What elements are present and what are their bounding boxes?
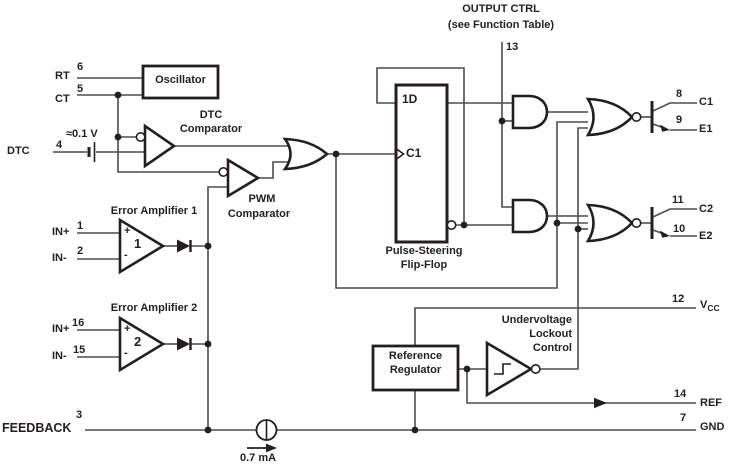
pin-number-15: 15	[73, 344, 86, 356]
pin-number-5: 5	[77, 83, 84, 95]
inverting-input-bubble	[135, 132, 146, 143]
flipflop-title-1: Pulse-Steering	[385, 245, 463, 257]
transistor-1	[650, 101, 697, 133]
pwm-comparator	[218, 157, 261, 199]
uvlo-schmitt-buffer	[485, 340, 541, 398]
pin-number-2: 2	[77, 245, 84, 257]
oscillator-label: Oscillator	[155, 74, 206, 86]
flipflop-c1-label: C1	[406, 146, 422, 160]
output-ctrl-title: OUTPUT CTRL	[462, 3, 540, 15]
flipflop-title-2: Flip-Flop	[400, 259, 448, 271]
pin-number-13: 13	[506, 41, 519, 53]
pin-name-in2-plus: IN+	[52, 323, 70, 335]
oscillator-box	[141, 64, 220, 100]
pin-number-14: 14	[674, 388, 687, 400]
pin-name-ref: REF	[700, 397, 722, 409]
emitter-arrow-icon	[660, 124, 670, 132]
pin-name-vcc: VCC	[700, 299, 720, 313]
pin-number-16: 16	[72, 317, 85, 329]
pin-number-4: 4	[56, 139, 63, 151]
pwm-comparator-label-1: PWM	[248, 193, 276, 205]
output-bubble	[530, 363, 541, 374]
pin-name-feedback: FEEDBACK	[2, 421, 72, 435]
output-bubble	[631, 218, 642, 229]
collector-lead	[652, 102, 697, 112]
clock-chevron-icon	[395, 147, 405, 161]
pin-number-1: 1	[77, 220, 84, 232]
hysteresis-icon	[494, 363, 511, 375]
reference-regulator-box	[371, 344, 460, 392]
pin-name-in2-minus: IN-	[52, 350, 67, 362]
transistor-2	[650, 207, 697, 239]
uvlo-label-2: Lockout	[529, 328, 572, 340]
current-arrow-icon	[266, 443, 277, 453]
pin-name-dtc: DTC	[7, 145, 30, 157]
error-amp1-title: Error Amplifier 1	[110, 205, 198, 217]
ref-line-arrow	[594, 397, 607, 409]
pin-number-11: 11	[672, 194, 684, 206]
flipflop-1d-label: 1D	[402, 92, 418, 106]
pwm-comparator-label-2: Comparator	[227, 208, 291, 220]
battery-offset-symbol	[87, 142, 96, 162]
error-amp2-title: Error Amplifier 2	[110, 302, 198, 314]
diode-2	[177, 337, 192, 351]
vcc-main: V	[700, 299, 708, 311]
pin-name-e1: E1	[699, 123, 713, 135]
pin-number-7: 7	[680, 412, 687, 424]
pin-name-gnd: GND	[700, 421, 725, 433]
reference-label-2: Regulator	[389, 364, 442, 376]
or-gate	[282, 137, 329, 171]
diode-1	[177, 239, 192, 253]
pin-name-ct: CT	[55, 93, 70, 105]
junction-dots	[114, 91, 582, 434]
amp2-minus-sign: -	[124, 347, 128, 359]
vcc-subscript: CC	[707, 303, 720, 313]
flip-flop-box	[394, 83, 457, 244]
and-gate-2	[511, 198, 549, 234]
amp1-plus-sign: +	[124, 225, 131, 237]
output-ctrl-subtitle: (see Function Table)	[447, 19, 555, 31]
output-bubble	[631, 112, 642, 123]
error-amplifier-1	[118, 217, 166, 275]
dtc-comparator-label-2: Comparator	[179, 123, 243, 135]
sink-current-label: 0.7 mA	[240, 452, 277, 464]
pin-name-e2: E2	[699, 230, 713, 242]
pin-number-10: 10	[673, 223, 686, 235]
amp1-number: 1	[134, 236, 142, 251]
offset-voltage-label: ≈0.1 V	[66, 128, 98, 140]
pin-name-rt: RT	[55, 70, 70, 82]
reference-label-1: Reference	[388, 350, 443, 362]
error-amplifier-2	[118, 315, 166, 373]
uvlo-label-1: Undervoltage	[501, 314, 572, 326]
pin-number-12: 12	[672, 293, 685, 305]
dtc-comparator-label-1: DTC	[199, 109, 223, 121]
nor-gate-2	[585, 203, 642, 243]
pin-number-8: 8	[676, 88, 683, 100]
amp2-plus-sign: +	[124, 323, 131, 335]
pin-name-c2: C2	[699, 203, 714, 215]
amp1-minus-sign: -	[124, 249, 128, 261]
pin-name-c1: C1	[699, 96, 714, 108]
amp2-number: 2	[134, 334, 142, 349]
wires	[53, 42, 696, 431]
dtc-comparator	[135, 123, 177, 169]
uvlo-label-3: Control	[532, 342, 572, 354]
and-gate-1	[511, 94, 549, 130]
inverting-input-bubble	[218, 167, 229, 178]
pin-number-6: 6	[77, 61, 84, 73]
pin-number-9: 9	[676, 114, 683, 126]
pin-number-3: 3	[76, 409, 83, 421]
emitter-arrow-icon	[660, 230, 670, 238]
pin-name-in1-plus: IN+	[52, 226, 70, 238]
collector-lead	[652, 208, 697, 218]
pin-name-in1-minus: IN-	[52, 252, 67, 264]
nor-gate-1	[585, 97, 642, 137]
current-source	[247, 419, 278, 453]
inverted-output-bubble	[446, 220, 457, 231]
